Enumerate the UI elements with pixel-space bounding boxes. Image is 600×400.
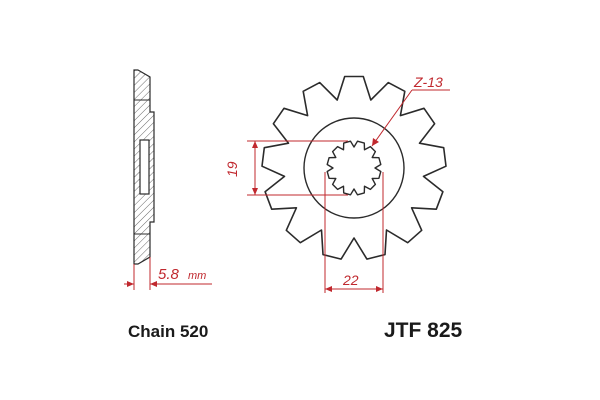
sprocket-teeth-outline bbox=[261, 75, 447, 260]
side-profile-bore bbox=[139, 139, 150, 195]
teeth-count-label: Z-13 bbox=[413, 74, 443, 90]
thickness-unit-label: mm bbox=[188, 270, 206, 282]
part-number-label: JTF 825 bbox=[384, 319, 463, 342]
pcd-dimension-label: 22 bbox=[342, 272, 359, 288]
spline-bore-outline bbox=[326, 140, 382, 196]
spline-dimension: 19 bbox=[224, 140, 348, 196]
pcd-dimension: 22 bbox=[324, 172, 384, 293]
thickness-dimension: 5.8 mm bbox=[124, 257, 212, 290]
chain-size-label: Chain 520 bbox=[128, 322, 209, 341]
side-view bbox=[133, 69, 155, 265]
thickness-value-label: 5.8 bbox=[158, 266, 180, 283]
teeth-count-leader: Z-13 bbox=[371, 74, 450, 147]
spline-dimension-label: 19 bbox=[224, 161, 240, 177]
front-view bbox=[261, 75, 447, 260]
hub-circle bbox=[303, 117, 405, 219]
